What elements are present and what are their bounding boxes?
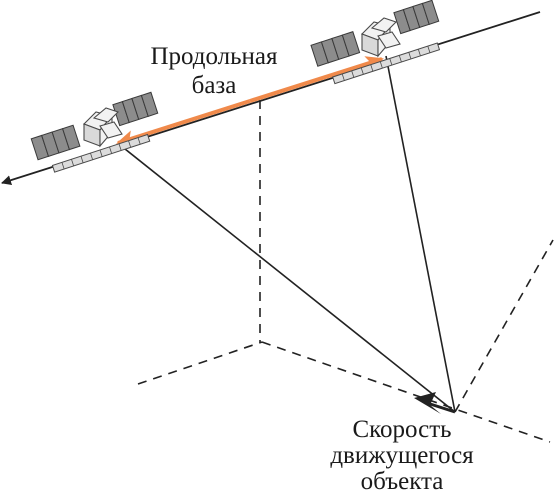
velocity-label-line1: Скорость xyxy=(352,416,451,443)
ground-line-right xyxy=(261,341,551,443)
satellite-icon xyxy=(30,91,159,173)
velocity-label-line2: движущегося xyxy=(330,442,474,469)
line-of-sight-1 xyxy=(119,144,456,413)
velocity-label-line3: объекта xyxy=(361,468,444,492)
line-of-sight-2 xyxy=(385,55,456,413)
baseline-arrow xyxy=(116,56,384,146)
object-velocity-arrowhead xyxy=(414,392,441,414)
ground-line-left xyxy=(137,341,263,385)
baseline-label-line1: Продольная xyxy=(150,43,278,70)
baseline-label-line2: база xyxy=(192,72,237,99)
satellite-icon xyxy=(310,0,441,85)
ground-line-diagonal xyxy=(454,239,554,413)
